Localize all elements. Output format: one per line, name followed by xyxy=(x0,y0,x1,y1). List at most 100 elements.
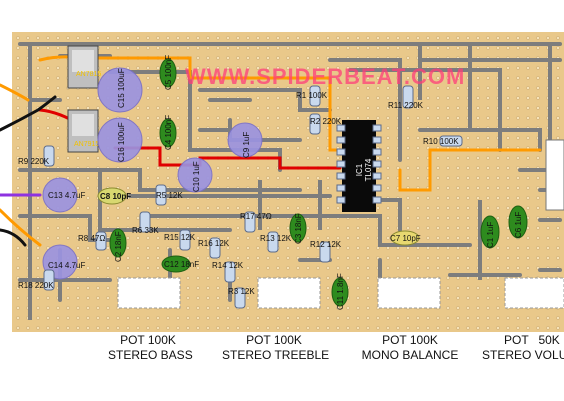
hole xyxy=(326,156,330,160)
hole xyxy=(256,36,260,40)
hole xyxy=(336,226,340,230)
hole xyxy=(376,36,380,40)
hole xyxy=(186,276,190,280)
hole xyxy=(16,56,20,60)
hole xyxy=(136,256,140,260)
hole xyxy=(476,136,480,140)
hole xyxy=(236,176,240,180)
hole xyxy=(396,36,400,40)
hole xyxy=(446,156,450,160)
hole xyxy=(446,46,450,50)
hole xyxy=(206,316,210,320)
hole xyxy=(206,106,210,110)
hole xyxy=(546,236,550,240)
hole xyxy=(346,266,350,270)
hole xyxy=(236,206,240,210)
hole xyxy=(396,266,400,270)
hole xyxy=(496,156,500,160)
hole xyxy=(556,96,560,100)
hole xyxy=(166,46,170,50)
hole xyxy=(36,46,40,50)
hole xyxy=(86,266,90,270)
hole xyxy=(106,176,110,180)
hole xyxy=(446,306,450,310)
hole xyxy=(16,316,20,320)
hole xyxy=(306,126,310,130)
hole xyxy=(376,326,380,330)
hole xyxy=(216,326,220,330)
hole xyxy=(356,316,360,320)
hole xyxy=(156,36,160,40)
hole xyxy=(386,176,390,180)
hole xyxy=(16,76,20,80)
hole xyxy=(196,286,200,290)
hole xyxy=(166,36,170,40)
hole xyxy=(286,326,290,330)
hole xyxy=(306,146,310,150)
hole xyxy=(76,306,80,310)
hole xyxy=(516,176,520,180)
hole xyxy=(526,186,530,190)
hole xyxy=(66,96,70,100)
hole xyxy=(296,156,300,160)
hole xyxy=(36,66,40,70)
hole xyxy=(126,246,130,250)
hole xyxy=(456,256,460,260)
hole xyxy=(366,96,370,100)
hole xyxy=(506,76,510,80)
hole xyxy=(406,36,410,40)
hole xyxy=(486,106,490,110)
hole xyxy=(246,176,250,180)
hole xyxy=(386,46,390,50)
hole xyxy=(346,306,350,310)
hole xyxy=(286,36,290,40)
hole xyxy=(496,216,500,220)
hole xyxy=(316,146,320,150)
hole xyxy=(426,96,430,100)
hole xyxy=(26,326,30,330)
hole xyxy=(246,286,250,290)
hole xyxy=(506,326,510,330)
electrolytic-capacitors xyxy=(42,67,263,280)
hole xyxy=(146,136,150,140)
hole xyxy=(116,266,120,270)
hole xyxy=(376,316,380,320)
hole xyxy=(156,96,160,100)
hole xyxy=(366,46,370,50)
hole xyxy=(276,266,280,270)
hole xyxy=(376,96,380,100)
hole xyxy=(476,156,480,160)
hole xyxy=(176,206,180,210)
hole xyxy=(456,206,460,210)
hole xyxy=(226,46,230,50)
hole xyxy=(456,36,460,40)
hole xyxy=(36,186,40,190)
ic-pin xyxy=(336,160,346,168)
pot-value: POT 100K xyxy=(382,333,438,347)
hole xyxy=(476,46,480,50)
hole xyxy=(186,306,190,310)
hole xyxy=(386,256,390,260)
hole xyxy=(486,306,490,310)
hole xyxy=(106,46,110,50)
hole xyxy=(436,76,440,80)
hole xyxy=(436,36,440,40)
hole xyxy=(266,176,270,180)
pot-value: POT 100K xyxy=(120,333,176,347)
hole xyxy=(386,266,390,270)
pot-name: STEREO BASS xyxy=(108,348,193,362)
hole xyxy=(486,86,490,90)
hole xyxy=(316,156,320,160)
hole xyxy=(456,196,460,200)
hole xyxy=(326,176,330,180)
hole xyxy=(486,186,490,190)
hole xyxy=(536,326,540,330)
label-r10: R10 100K xyxy=(423,137,459,146)
hole xyxy=(256,176,260,180)
resistor-r13 xyxy=(267,231,279,253)
hole xyxy=(526,246,530,250)
hole xyxy=(36,286,40,290)
hole xyxy=(406,266,410,270)
hole xyxy=(386,216,390,220)
hole xyxy=(346,226,350,230)
